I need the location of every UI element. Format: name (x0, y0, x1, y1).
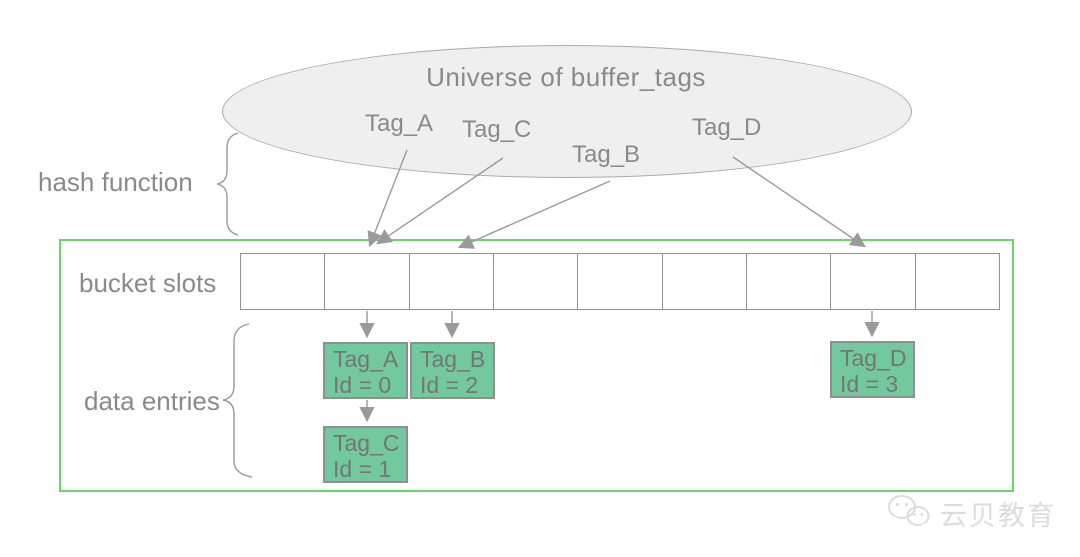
bucket-slot-5 (662, 253, 747, 310)
hash-function-label: hash function (38, 167, 193, 197)
entry-box-tag-c: Tag_C Id = 1 (323, 426, 408, 483)
entry-id: Id = 2 (420, 372, 479, 398)
bucket-slot-2 (409, 253, 494, 310)
bucket-slots-label: bucket slots (79, 268, 217, 298)
arrow-tag-d-to-slot8 (732, 156, 866, 248)
bucket-slot-1 (325, 253, 410, 310)
universe-title: Universe of buffer_tags (426, 62, 706, 92)
entry-tag: Tag_C (333, 430, 400, 456)
tag-label-a: Tag_A (365, 110, 434, 137)
entry-box-tag-d: Tag_D Id = 3 (830, 341, 915, 398)
wechat-icon (888, 495, 930, 528)
watermark-text: 云贝教育 (940, 500, 1056, 531)
entry-box-tag-b: Tag_B Id = 2 (410, 342, 495, 399)
bucket-slots-row (240, 253, 1000, 310)
tag-label-c: Tag_C (462, 116, 532, 143)
entry-id: Id = 3 (840, 371, 899, 397)
bucket-slot-4 (578, 253, 663, 310)
universe-ellipse (222, 45, 912, 178)
arrow-tag-b-to-slot3 (457, 180, 611, 249)
bucket-slot-0 (240, 253, 326, 310)
entry-tag: Tag_D (840, 345, 907, 371)
bucket-slot-3 (493, 253, 579, 310)
bucket-slot-6 (746, 253, 832, 310)
tag-label-b: Tag_B (572, 141, 641, 168)
entry-id: Id = 1 (333, 456, 392, 482)
entry-box-tag-a: Tag_A Id = 0 (323, 342, 408, 399)
entry-tag: Tag_B (420, 346, 486, 372)
tag-label-d: Tag_D (692, 114, 762, 141)
hash-function-brace (216, 132, 239, 236)
bucket-slot-8 (915, 253, 1000, 310)
data-entries-label: data entries (84, 386, 220, 416)
entry-id: Id = 0 (333, 372, 392, 398)
entry-tag: Tag_A (333, 346, 399, 372)
watermark: 云贝教育 (884, 491, 1074, 535)
bucket-slot-7 (831, 253, 916, 310)
